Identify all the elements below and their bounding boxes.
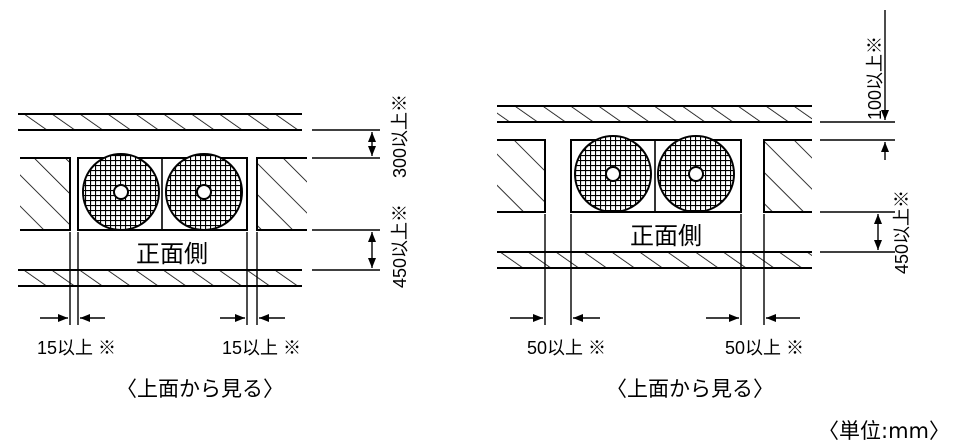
right-side-clearance-label: 50以上 ※ — [725, 338, 804, 358]
outdoor-unit — [77, 153, 248, 231]
right-side-wall — [256, 157, 307, 231]
front-side-label: 正面側 — [630, 222, 702, 250]
right-side-wall — [763, 139, 812, 213]
fan-grille-icon — [574, 135, 652, 213]
left-front-wall — [18, 269, 302, 287]
left-side-wall — [497, 139, 546, 213]
right-view: 正面側 100以上※ 450以上※ 50以上 ※ 50以上 ※ 〈上面から見る〉 — [497, 10, 912, 401]
dimension-lines — [510, 10, 895, 325]
view-caption: 〈上面から見る〉 — [606, 377, 774, 401]
front-side-label: 正面側 — [136, 240, 208, 268]
rear-clearance-label: 300以上※ — [390, 94, 410, 178]
outdoor-unit — [570, 135, 742, 213]
left-side-clearance-label: 15以上 ※ — [37, 338, 116, 358]
fan-grille-icon — [657, 135, 735, 213]
fan-grille-icon — [165, 153, 243, 231]
overhead-clearance-label: 100以上※ — [865, 36, 885, 120]
left-side-clearance-label: 50以上 ※ — [527, 338, 606, 358]
right-rear-wall — [497, 105, 812, 123]
right-side-clearance-label: 15以上 ※ — [222, 338, 301, 358]
front-clearance-label: 450以上※ — [892, 190, 912, 274]
view-caption: 〈上面から見る〉 — [116, 377, 284, 401]
left-view: 正面側 300以上※ 450以上※ 15以上 ※ 15以上 ※ 〈上面から見る〉 — [18, 94, 410, 401]
unit-label: 〈単位:mm〉 — [818, 419, 950, 443]
right-front-wall — [497, 251, 812, 269]
left-rear-wall — [18, 113, 302, 131]
fan-grille-icon — [82, 153, 160, 231]
dimension-lines — [40, 129, 380, 325]
front-clearance-label: 450以上※ — [390, 204, 410, 288]
left-side-wall — [20, 157, 71, 231]
